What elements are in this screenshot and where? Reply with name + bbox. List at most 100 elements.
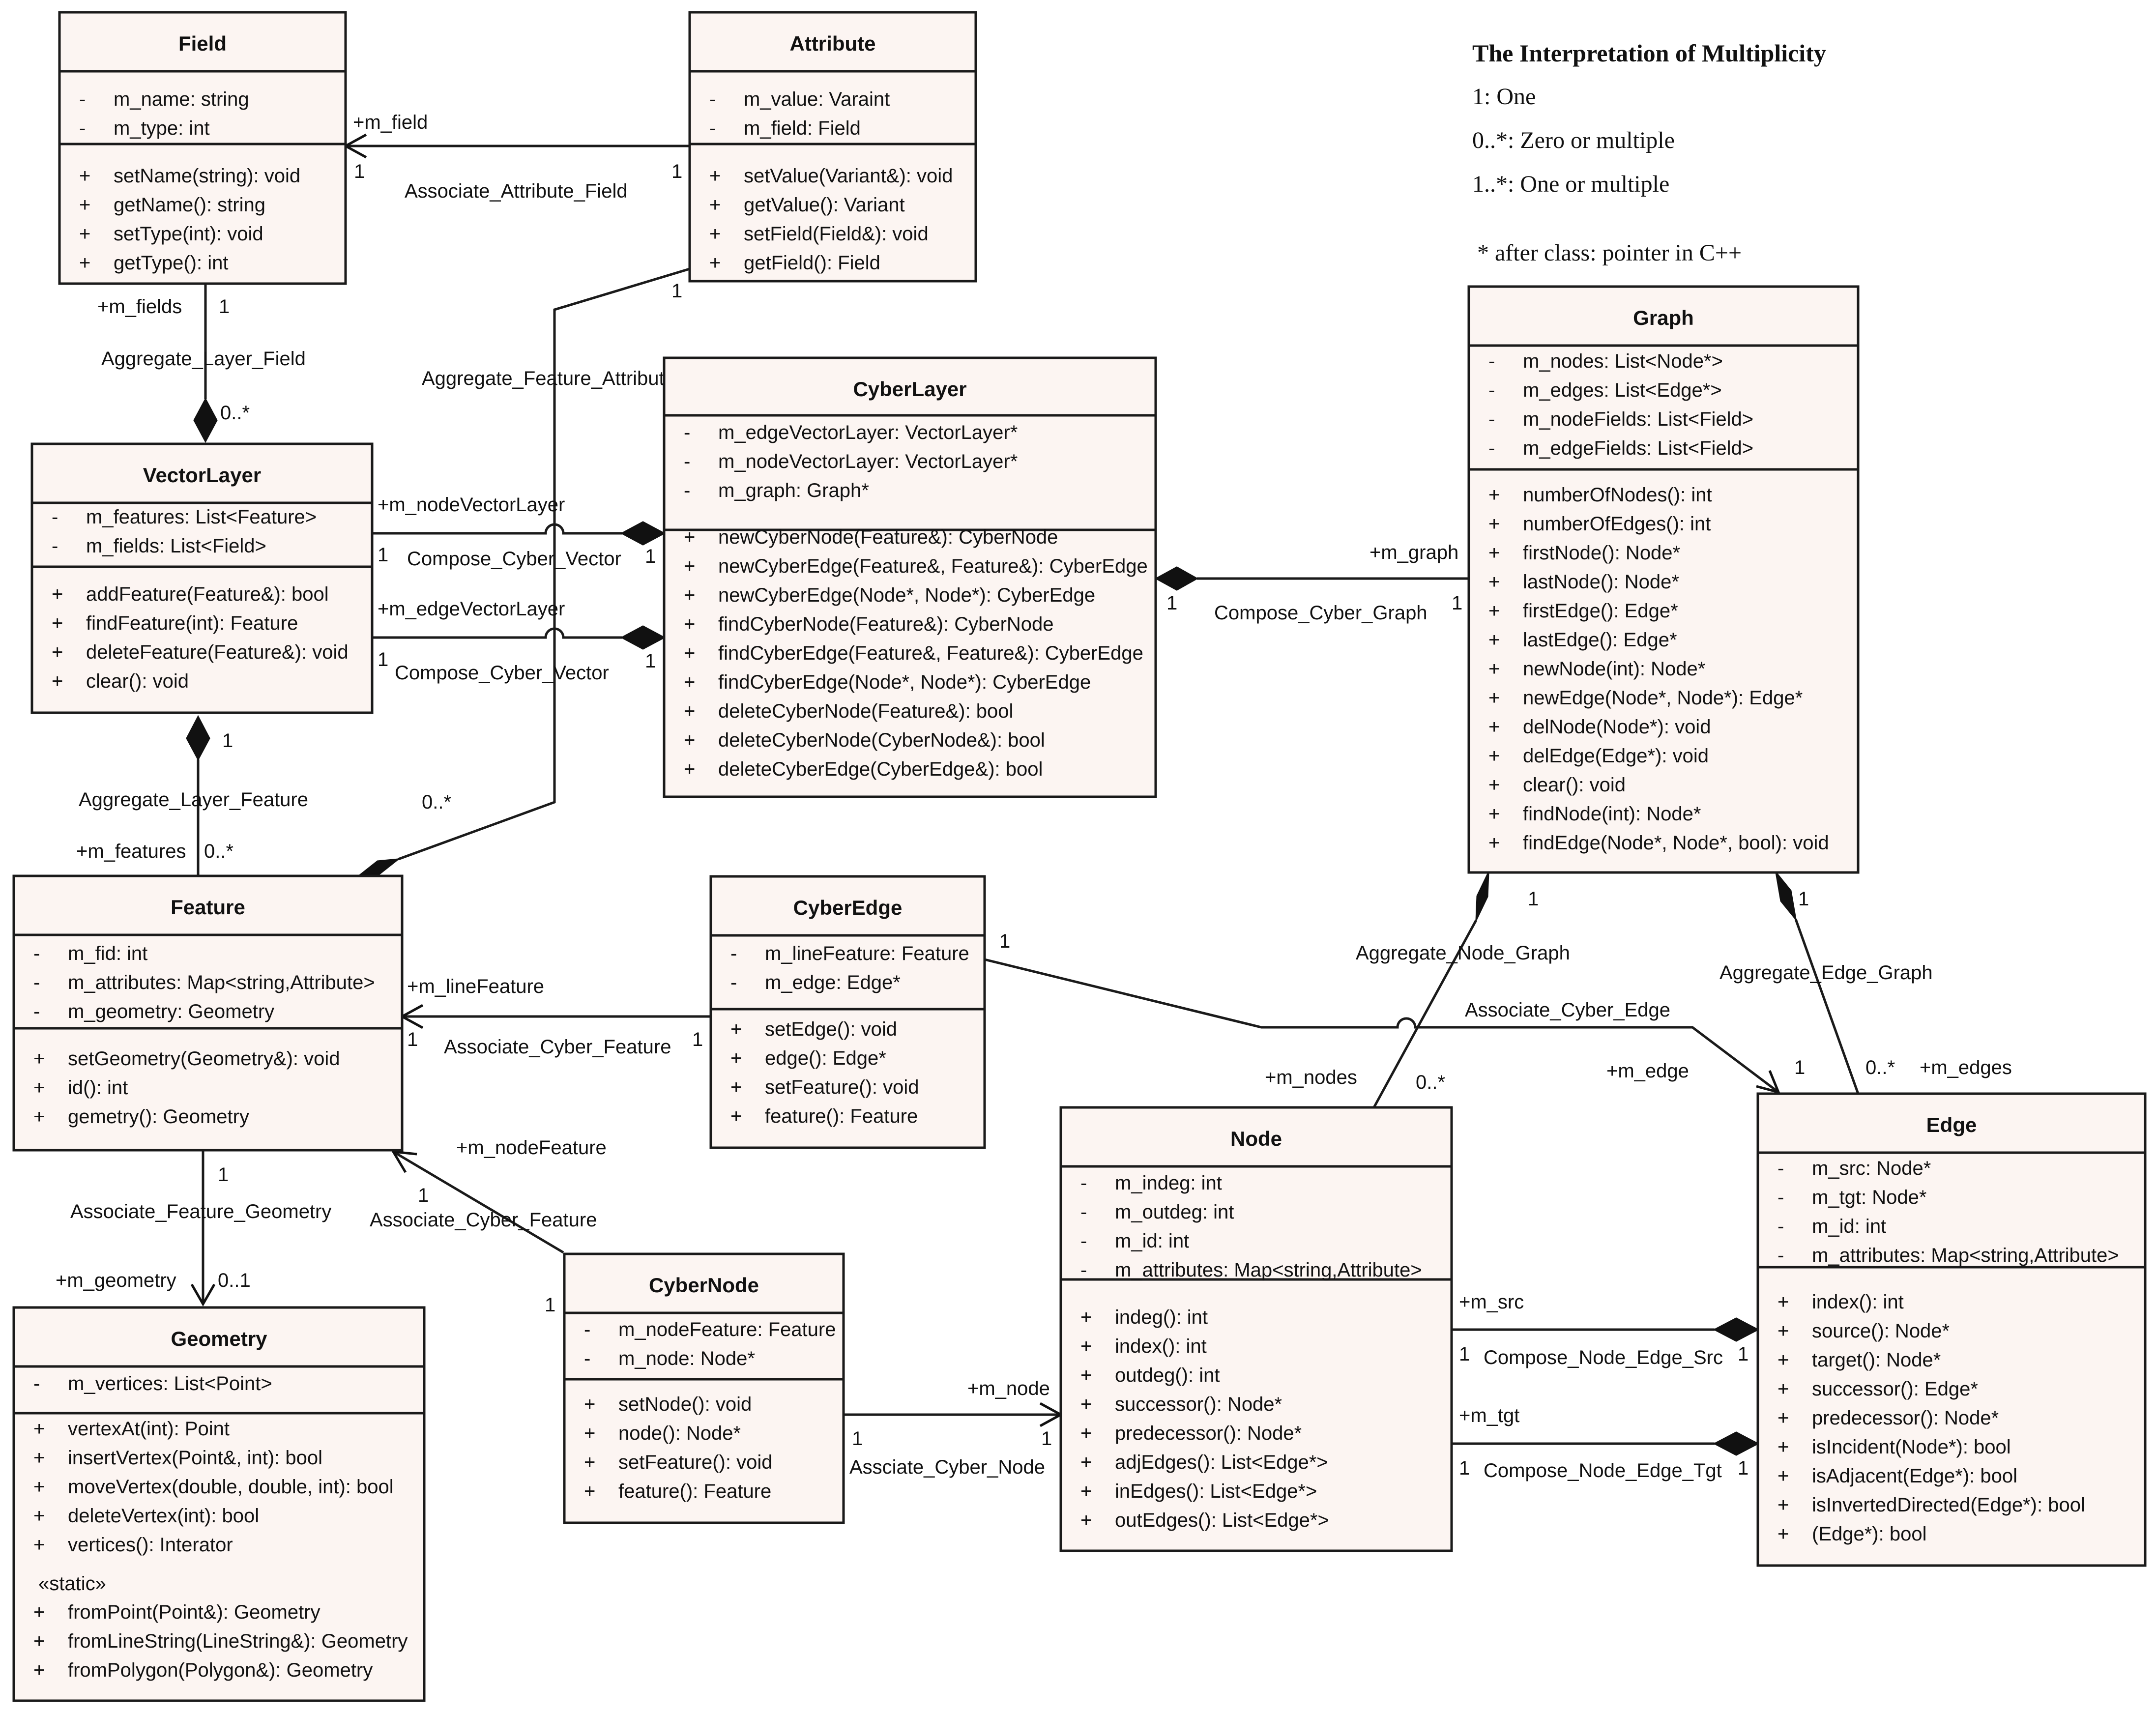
visibility-public: +	[33, 1601, 45, 1623]
role-label: +m_src	[1459, 1291, 1524, 1313]
visibility-public: +	[1488, 745, 1500, 767]
class-attribute: m_attributes: Map<string,Attribute>	[1115, 1259, 1422, 1281]
class-box	[12, 1306, 426, 1702]
association-name: Aggregate_Layer_Feature	[79, 789, 308, 811]
class-name: VectorLayer	[143, 464, 261, 487]
class-method: addFeature(Feature&): bool	[86, 583, 329, 605]
class-feature[interactable]: Feature-m_fid: int-m_attributes: Map<str…	[12, 874, 404, 1152]
multiplicity-label: 1	[1041, 1428, 1052, 1450]
class-method: findCyberEdge(Feature&, Feature&): Cyber…	[718, 642, 1143, 664]
class-attribute: m_lineFeature: Feature	[765, 943, 969, 964]
visibility-private: -	[684, 480, 690, 501]
visibility-public: +	[1777, 1436, 1789, 1458]
class-attribute: m_nodeFeature: Feature	[618, 1319, 836, 1340]
visibility-public: +	[730, 1076, 742, 1098]
visibility-private: -	[709, 88, 716, 110]
class-method: delEdge(Edge*): void	[1523, 745, 1709, 767]
multiplicity-label: 1	[1459, 1457, 1470, 1479]
visibility-private: -	[1488, 437, 1495, 459]
role-label: +m_graph	[1369, 542, 1458, 563]
class-attribute: m_outdeg: int	[1115, 1201, 1234, 1223]
association-name: Compose_Cyber_Vector	[407, 548, 621, 570]
class-attribute: m_type: int	[114, 117, 210, 139]
visibility-private: -	[730, 943, 737, 964]
class-vectorlayer[interactable]: VectorLayer-m_features: List<Feature>-m_…	[30, 442, 374, 714]
visibility-private: -	[709, 117, 716, 139]
class-method: vertices(): Interator	[68, 1534, 233, 1556]
visibility-public: +	[1777, 1349, 1789, 1371]
class-method: delNode(Node*): void	[1523, 716, 1711, 738]
class-cyberedge[interactable]: CyberEdge-m_lineFeature: Feature-m_edge:…	[709, 875, 986, 1149]
class-name: Graph	[1633, 306, 1694, 329]
class-method: indeg(): int	[1115, 1307, 1208, 1328]
visibility-public: +	[1080, 1510, 1092, 1531]
class-method: setValue(Variant&): void	[744, 165, 953, 187]
multiplicity-label: 1	[219, 296, 230, 318]
composition-diamond	[620, 625, 666, 650]
multiplicity-label: 1	[545, 1294, 555, 1316]
assoc-line	[372, 627, 622, 639]
multiplicity-label: 1	[222, 730, 233, 752]
association-name: Compose_Node_Edge_Src	[1484, 1347, 1723, 1368]
class-method: vertexAt(int): Point	[68, 1418, 230, 1440]
visibility-public: +	[709, 223, 721, 245]
class-box	[1467, 285, 1860, 874]
class-field[interactable]: Field-m_name: string-m_type: int+setName…	[58, 11, 347, 285]
legend-note: * after class: pointer in C++	[1477, 240, 1742, 266]
class-graph[interactable]: Graph-m_nodes: List<Node*>-m_edges: List…	[1467, 285, 1860, 874]
association-name: Aggregate_Feature_Attribute	[422, 368, 675, 389]
aggregation-diamond	[1475, 872, 1489, 921]
class-attribute: m_attributes: Map<string,Attribute>	[68, 972, 375, 993]
class-attribute[interactable]: Attribute-m_value: Varaint-m_field: Fiel…	[688, 11, 977, 283]
class-box	[563, 1252, 845, 1524]
class-method: deleteCyberNode(Feature&): bool	[718, 700, 1013, 722]
class-method: newCyberEdge(Node*, Node*): CyberEdge	[718, 584, 1095, 606]
class-method: outdeg(): int	[1115, 1365, 1220, 1386]
class-edge[interactable]: Edge-m_src: Node*-m_tgt: Node*-m_id: int…	[1756, 1092, 2147, 1567]
association-name: Compose_Node_Edge_Tgt	[1484, 1460, 1722, 1481]
visibility-public: +	[1488, 687, 1500, 709]
visibility-private: -	[1777, 1187, 1784, 1208]
class-geometry[interactable]: Geometry-m_vertices: List<Point>+vertexA…	[12, 1306, 426, 1702]
class-method: id(): int	[68, 1077, 128, 1099]
visibility-public: +	[584, 1394, 595, 1415]
class-cyberlayer[interactable]: CyberLayer-m_edgeVectorLayer: VectorLaye…	[663, 356, 1157, 798]
multiplicity-label: 1	[1452, 592, 1462, 614]
class-attribute: m_nodes: List<Node*>	[1523, 350, 1723, 372]
class-attribute: m_geometry: Geometry	[68, 1001, 274, 1022]
multiplicity-label: 0..*	[422, 791, 451, 813]
visibility-private: -	[1777, 1216, 1784, 1237]
visibility-public: +	[1777, 1407, 1789, 1429]
class-method: successor(): Edge*	[1812, 1378, 1978, 1400]
role-label: +m_node	[967, 1378, 1050, 1399]
visibility-private: -	[684, 451, 690, 472]
visibility-public: +	[1488, 803, 1500, 825]
arrowhead	[391, 1150, 417, 1173]
composition-diamond	[620, 521, 666, 546]
class-attribute: m_edgeFields: List<Field>	[1523, 437, 1753, 459]
visibility-public: +	[684, 729, 695, 751]
role-label: +m_edges	[1920, 1057, 2012, 1078]
multiplicity-label: 1	[1738, 1457, 1748, 1479]
visibility-private: -	[1488, 379, 1495, 401]
visibility-public: +	[1488, 484, 1500, 506]
class-method: feature(): Feature	[765, 1105, 918, 1127]
class-cybernode[interactable]: CyberNode-m_nodeFeature: Feature-m_node:…	[563, 1252, 845, 1524]
composition-diamond	[1713, 1317, 1760, 1342]
aggregation-diamond	[356, 858, 401, 877]
multiplicity-label: 1	[645, 650, 656, 672]
association-name: Aggregate_Node_Graph	[1356, 942, 1570, 964]
class-node[interactable]: Node-m_indeg: int-m_outdeg: int-m_id: in…	[1059, 1106, 1453, 1552]
class-box	[58, 11, 347, 285]
visibility-public: +	[1777, 1494, 1789, 1516]
class-method: getType(): int	[114, 252, 228, 274]
class-method: inEdges(): List<Edge*>	[1115, 1481, 1317, 1502]
relationships: +m_field 1 Associate_Attribute_Field 1 +…	[56, 112, 2012, 1481]
visibility-public: +	[1488, 542, 1500, 564]
class-attribute: m_value: Varaint	[744, 88, 890, 110]
class-method: findNode(int): Node*	[1523, 803, 1701, 825]
class-method: lastEdge(): Edge*	[1523, 629, 1677, 651]
class-attribute: m_indeg: int	[1115, 1172, 1222, 1194]
visibility-public: +	[684, 671, 695, 693]
class-method: findCyberEdge(Node*, Node*): CyberEdge	[718, 671, 1091, 693]
